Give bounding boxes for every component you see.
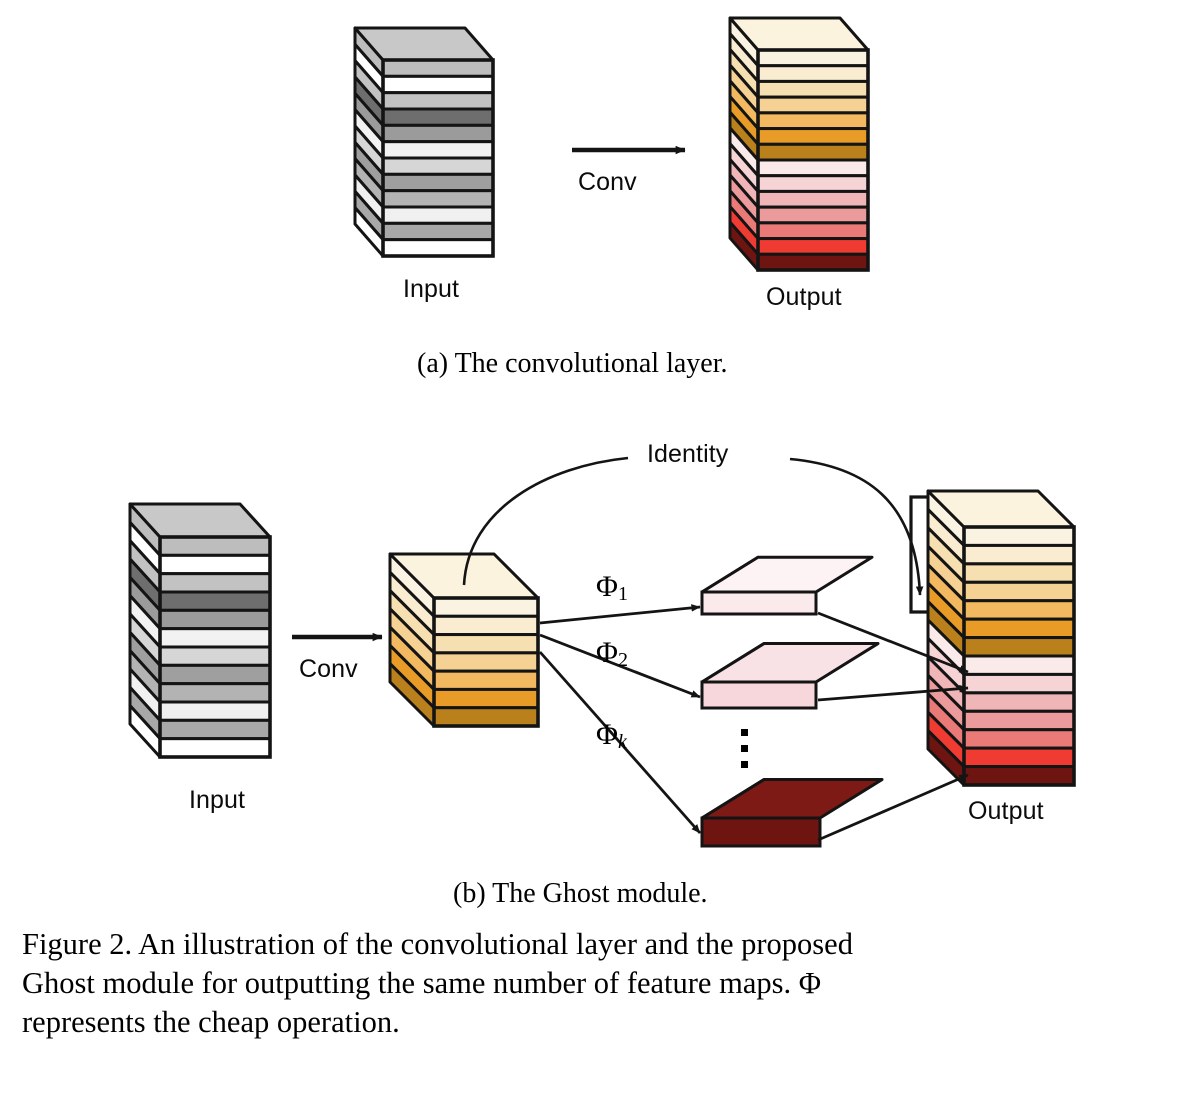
panel-b-output-stack [926, 489, 1076, 787]
panel-b-intrinsic-stack [388, 552, 540, 728]
panel-b-conv-label: Conv [299, 655, 358, 683]
figure-caption-line-1: Figure 2. An illustration of the convolu… [22, 927, 853, 961]
figure-caption-line-2: Ghost module for outputting the same num… [22, 966, 822, 1000]
panel-a-input-label: Input [403, 275, 460, 303]
panel-a-output-stack [728, 16, 870, 272]
panel-a-input-stack [353, 26, 495, 258]
phi-2-label: Φ2 [596, 636, 628, 672]
phi-k-label: Φk [596, 718, 627, 754]
ghost-feature-map-3 [700, 778, 884, 848]
panel-b-input-label: Input [189, 786, 246, 814]
ghost-feature-map-2 [700, 642, 880, 710]
panel-a-output-label: Output [766, 283, 842, 311]
panel-a-subcaption: (a) The convolutional layer. [417, 348, 728, 379]
panel-b-input-stack [128, 502, 272, 759]
phi-2-subscript: 2 [617, 649, 628, 671]
identity-curved-arrow [462, 456, 924, 596]
identity-bracket-icon [909, 495, 928, 614]
figure-caption: Figure 2. An illustration of the convolu… [22, 925, 1167, 1042]
vertical-ellipsis-icon [741, 729, 748, 777]
identity-label: Identity [647, 440, 729, 468]
panel-b-output-label: Output [968, 797, 1044, 825]
figure-caption-line-3: represents the cheap operation. [22, 1005, 400, 1039]
phi-1-label: Φ1 [596, 570, 628, 606]
phi-2-symbol: Φ [596, 636, 618, 669]
phi-k-subscript: k [617, 731, 627, 753]
phi-1-symbol: Φ [596, 570, 618, 603]
phi-k-symbol: Φ [596, 718, 618, 751]
panel-b-subcaption: (b) The Ghost module. [453, 878, 708, 909]
ghost-feature-map-1 [700, 555, 874, 616]
phi-arrows [538, 604, 702, 834]
panel-b-ghost-feature-maps [700, 555, 884, 848]
merge-arrows [817, 611, 969, 842]
panel-a-conv-label: Conv [578, 168, 637, 196]
phi-1-subscript: 1 [617, 583, 628, 605]
